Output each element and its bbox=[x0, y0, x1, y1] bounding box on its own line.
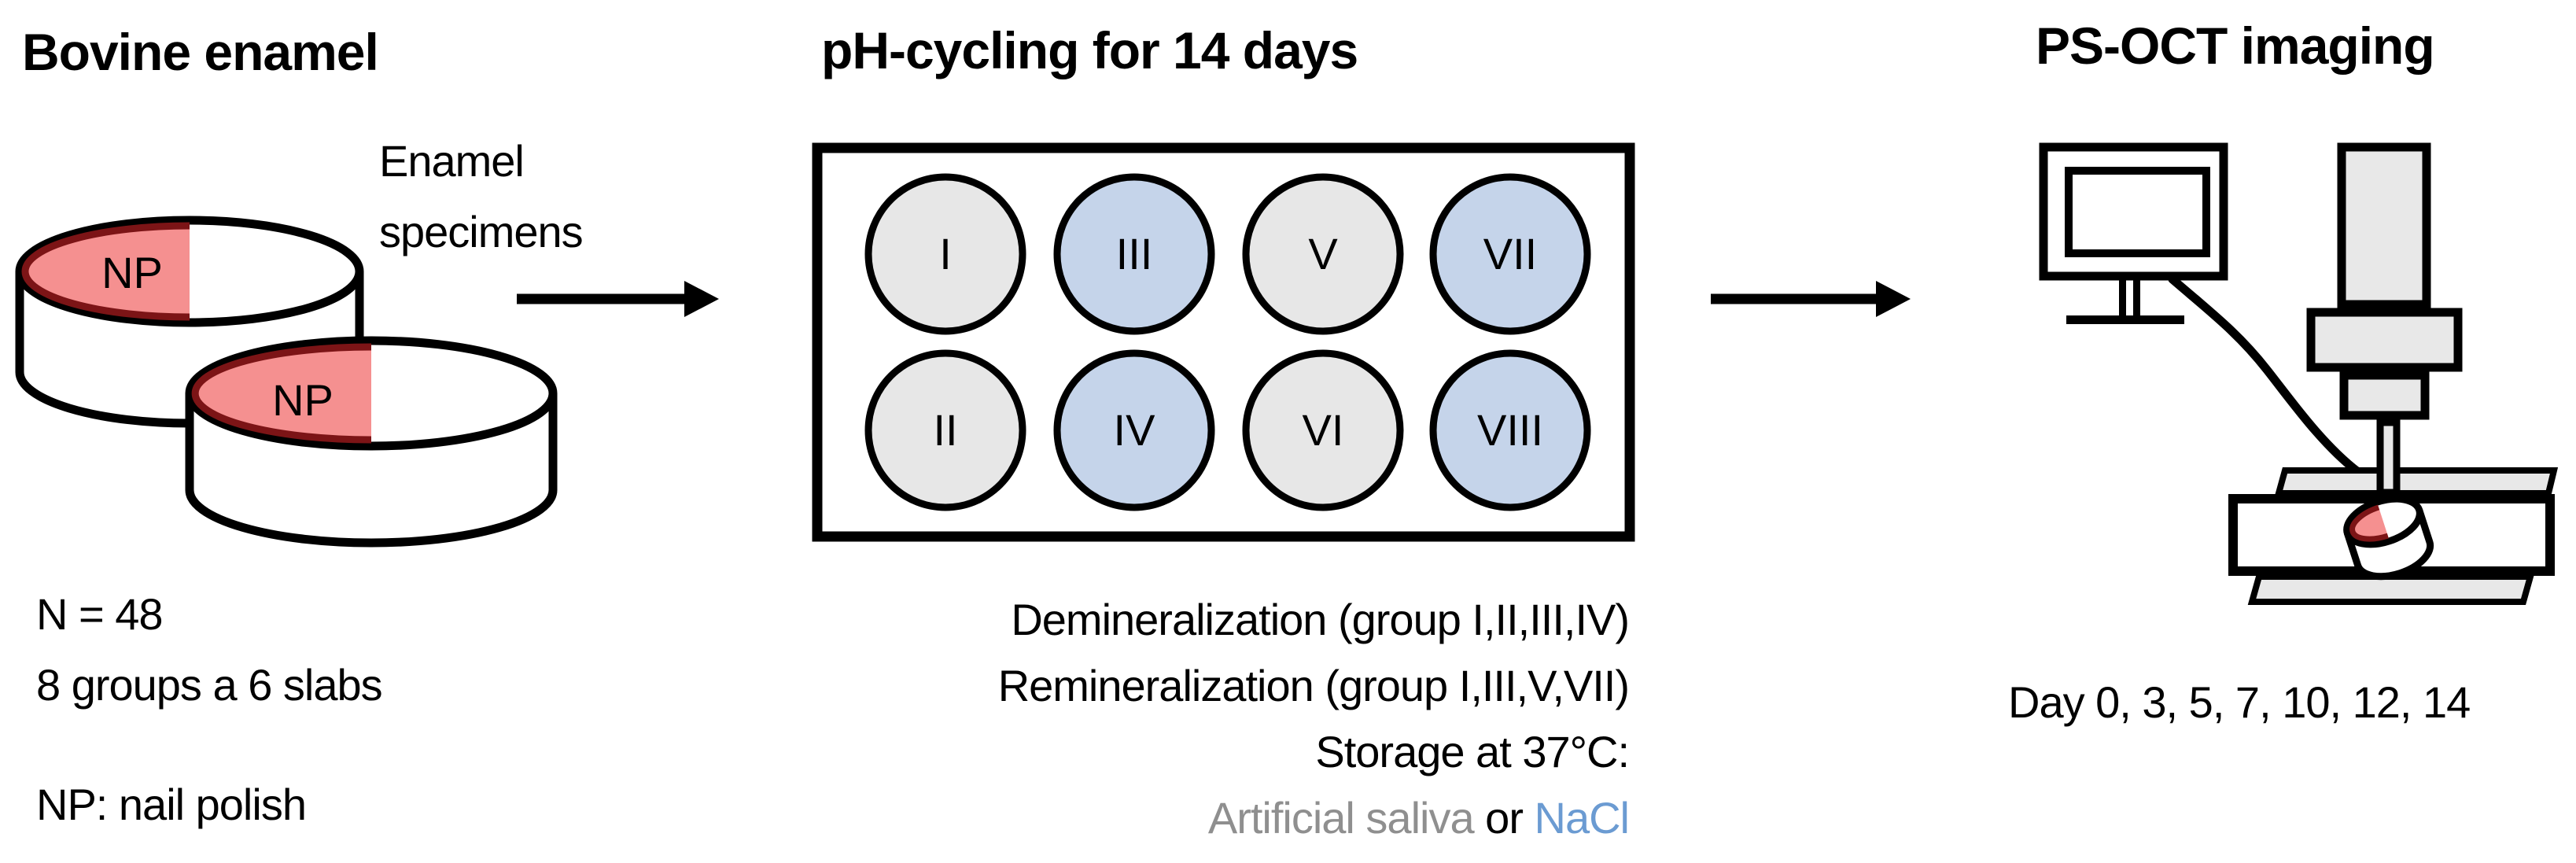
protocol-storage: Storage at 37°C: bbox=[1315, 727, 1630, 776]
group-label-IV: IV bbox=[1114, 405, 1156, 455]
stage-specimen bbox=[2343, 495, 2434, 581]
group-label-III: III bbox=[1116, 229, 1153, 278]
group-label-VIII: VIII bbox=[1477, 405, 1543, 455]
disc-front-nail-polish-area bbox=[195, 347, 371, 440]
arrow-cycling-to-imaging bbox=[1711, 281, 1911, 317]
arrow-specimens-to-cycling bbox=[517, 281, 719, 317]
imaging-timepoints: Day 0, 3, 5, 7, 10, 12, 14 bbox=[2008, 677, 2471, 727]
transfer-label-line1: Enamel bbox=[379, 136, 525, 186]
disc-back-nail-polish-area bbox=[25, 226, 190, 317]
scanner-probe bbox=[2376, 419, 2401, 496]
group-well-II bbox=[864, 349, 1026, 511]
monitor-cable bbox=[2168, 275, 2363, 477]
enamel-disc-front: NP bbox=[185, 336, 558, 548]
scanner-column bbox=[2337, 142, 2431, 309]
section-title-bovine-enamel: Bovine enamel bbox=[22, 23, 379, 81]
stage-upper-plate bbox=[2274, 467, 2559, 496]
group-label-V: V bbox=[1308, 229, 1338, 278]
sample-size-text: N = 48 bbox=[36, 589, 164, 639]
protocol-storage-media: Artificial saliva or NaCl bbox=[813, 785, 1630, 851]
arrow2-head bbox=[1876, 281, 1911, 317]
group-label-I: I bbox=[939, 229, 952, 278]
group-well-VI bbox=[1242, 349, 1404, 511]
ps-oct-device bbox=[2039, 142, 2559, 605]
group-label-VII: VII bbox=[1483, 229, 1537, 278]
disc-back-nail-polish-rim bbox=[21, 222, 190, 321]
group-label-II: II bbox=[933, 405, 957, 455]
enamel-disc-back: NP bbox=[15, 216, 364, 428]
np-label-back: NP bbox=[101, 248, 163, 297]
group-well-VII bbox=[1429, 173, 1591, 335]
scanner-lower-block bbox=[2339, 371, 2430, 420]
monitor-screen bbox=[2065, 167, 2210, 257]
monitor-stand-base bbox=[2066, 315, 2184, 324]
np-footnote: NP: nail polish bbox=[36, 780, 307, 829]
group-well-VIII bbox=[1429, 349, 1591, 511]
storage-medium-nacl: NaCl bbox=[1534, 793, 1630, 843]
transfer-label-line2: specimens bbox=[379, 207, 584, 256]
disc-front-nail-polish-rim bbox=[191, 343, 372, 444]
np-label-front: NP bbox=[272, 375, 334, 425]
transfer-label: Enamel specimens bbox=[379, 126, 584, 267]
storage-conjunction: or bbox=[1473, 793, 1535, 843]
monitor-stand-leg-left bbox=[2119, 277, 2126, 318]
storage-medium-saliva: Artificial saliva bbox=[1207, 793, 1475, 843]
grouping-text: 8 groups a 6 slabs bbox=[36, 660, 383, 710]
arrow1-head bbox=[684, 281, 719, 317]
cycling-protocol: Demineralization (group I,II,III,IV) Rem… bbox=[813, 587, 1630, 851]
stage-specimen-nail-polish bbox=[2352, 507, 2388, 540]
scanner-head-block bbox=[2306, 308, 2463, 372]
group-well-III bbox=[1053, 173, 1215, 335]
group-well-IV bbox=[1053, 349, 1215, 511]
monitor-stand-leg-right bbox=[2133, 277, 2140, 318]
protocol-demineralization: Demineralization (group I,II,III,IV) bbox=[1011, 595, 1630, 644]
stage-specimen-rim bbox=[2349, 504, 2389, 542]
section-title-ps-oct: PS-OCT imaging bbox=[2036, 17, 2435, 75]
group-well-I bbox=[864, 173, 1026, 335]
group-label-VI: VI bbox=[1303, 405, 1344, 455]
section-title-ph-cycling: pH-cycling for 14 days bbox=[821, 21, 1358, 79]
protocol-remineralization: Remineralization (group I,III,V,VII) bbox=[997, 661, 1630, 710]
group-well-V bbox=[1242, 173, 1404, 335]
stage-lower-plate bbox=[2247, 573, 2535, 605]
